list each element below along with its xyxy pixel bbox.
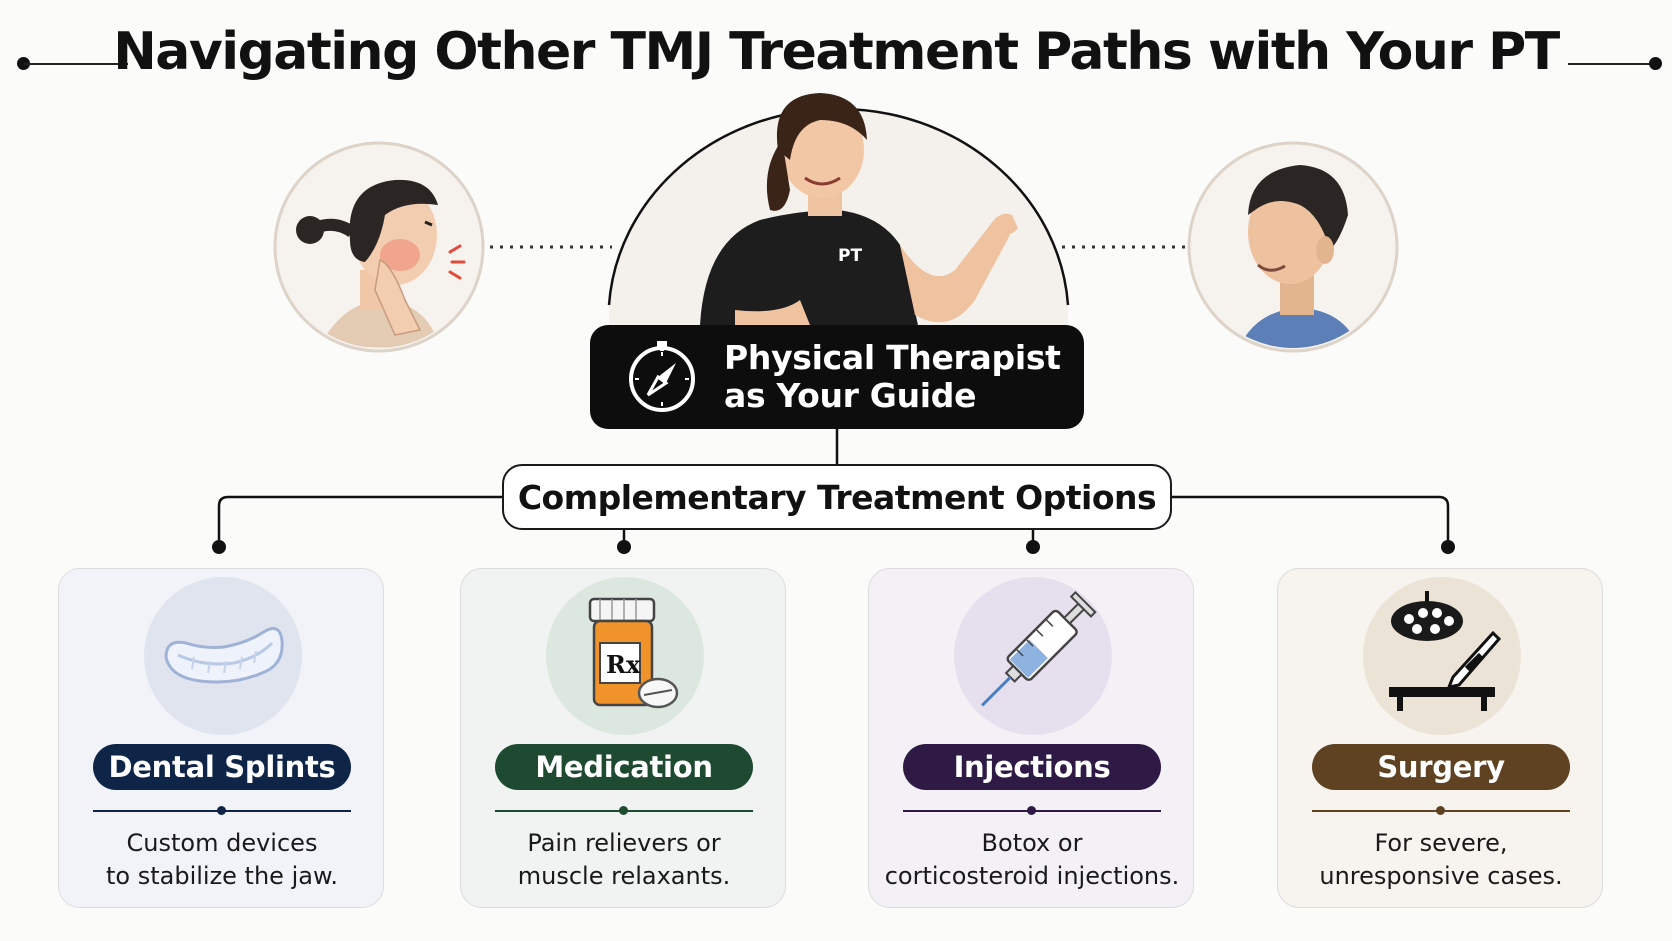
card-description: For severe,unresponsive cases.: [1319, 829, 1563, 890]
branch-right: [1172, 495, 1450, 540]
guide-title: Physical Therapist as Your Guide: [724, 338, 1061, 415]
card-surgery: Surgery For severe,unresponsive cases.: [1277, 568, 1603, 908]
card-icon-circle: [954, 577, 1112, 735]
branch-dot-2: [617, 540, 631, 554]
card-divider-dot: [217, 806, 226, 815]
title-right-dot: [1649, 57, 1662, 70]
branch-dot-4: [1441, 540, 1455, 554]
options-label: Complementary Treatment Options: [517, 478, 1157, 517]
card-divider-dot: [1027, 806, 1036, 815]
therapist-shirt-badge: PT: [838, 246, 863, 266]
compass-icon: [629, 341, 695, 412]
card-label: Injections: [903, 744, 1161, 790]
card-label: Medication: [495, 744, 753, 790]
title-right-rule: [1568, 63, 1658, 65]
options-box: Complementary Treatment Options: [502, 464, 1172, 530]
card-divider-dot: [1436, 806, 1445, 815]
pill-bottle-icon: Rx: [588, 597, 679, 709]
card-label: Dental Splints: [93, 744, 351, 790]
patient-smiling-avatar: [1187, 141, 1399, 353]
branch-left: [217, 495, 502, 540]
card-icon-circle: [1363, 577, 1521, 735]
bottle-label: Rx: [606, 650, 641, 679]
therapist-figure: [700, 93, 1018, 325]
card-divider-dot: [619, 806, 628, 815]
syringe-icon: [981, 590, 1097, 707]
scalpel-icon: [1389, 591, 1502, 711]
dental-splint-icon: [164, 627, 284, 684]
branch-dot-1: [212, 540, 226, 554]
card-icon-circle: Rx: [546, 577, 704, 735]
card-icon-circle: [144, 577, 302, 735]
branch-dot-3: [1026, 540, 1040, 554]
title-left-dot: [17, 57, 30, 70]
guide-box: Physical Therapist as Your Guide: [590, 325, 1084, 429]
title-left-rule: [24, 63, 128, 65]
patient-pain-avatar: [273, 141, 485, 353]
card-label: Surgery: [1312, 744, 1570, 790]
page-title: Navigating Other TMJ Treatment Paths wit…: [113, 22, 1560, 82]
